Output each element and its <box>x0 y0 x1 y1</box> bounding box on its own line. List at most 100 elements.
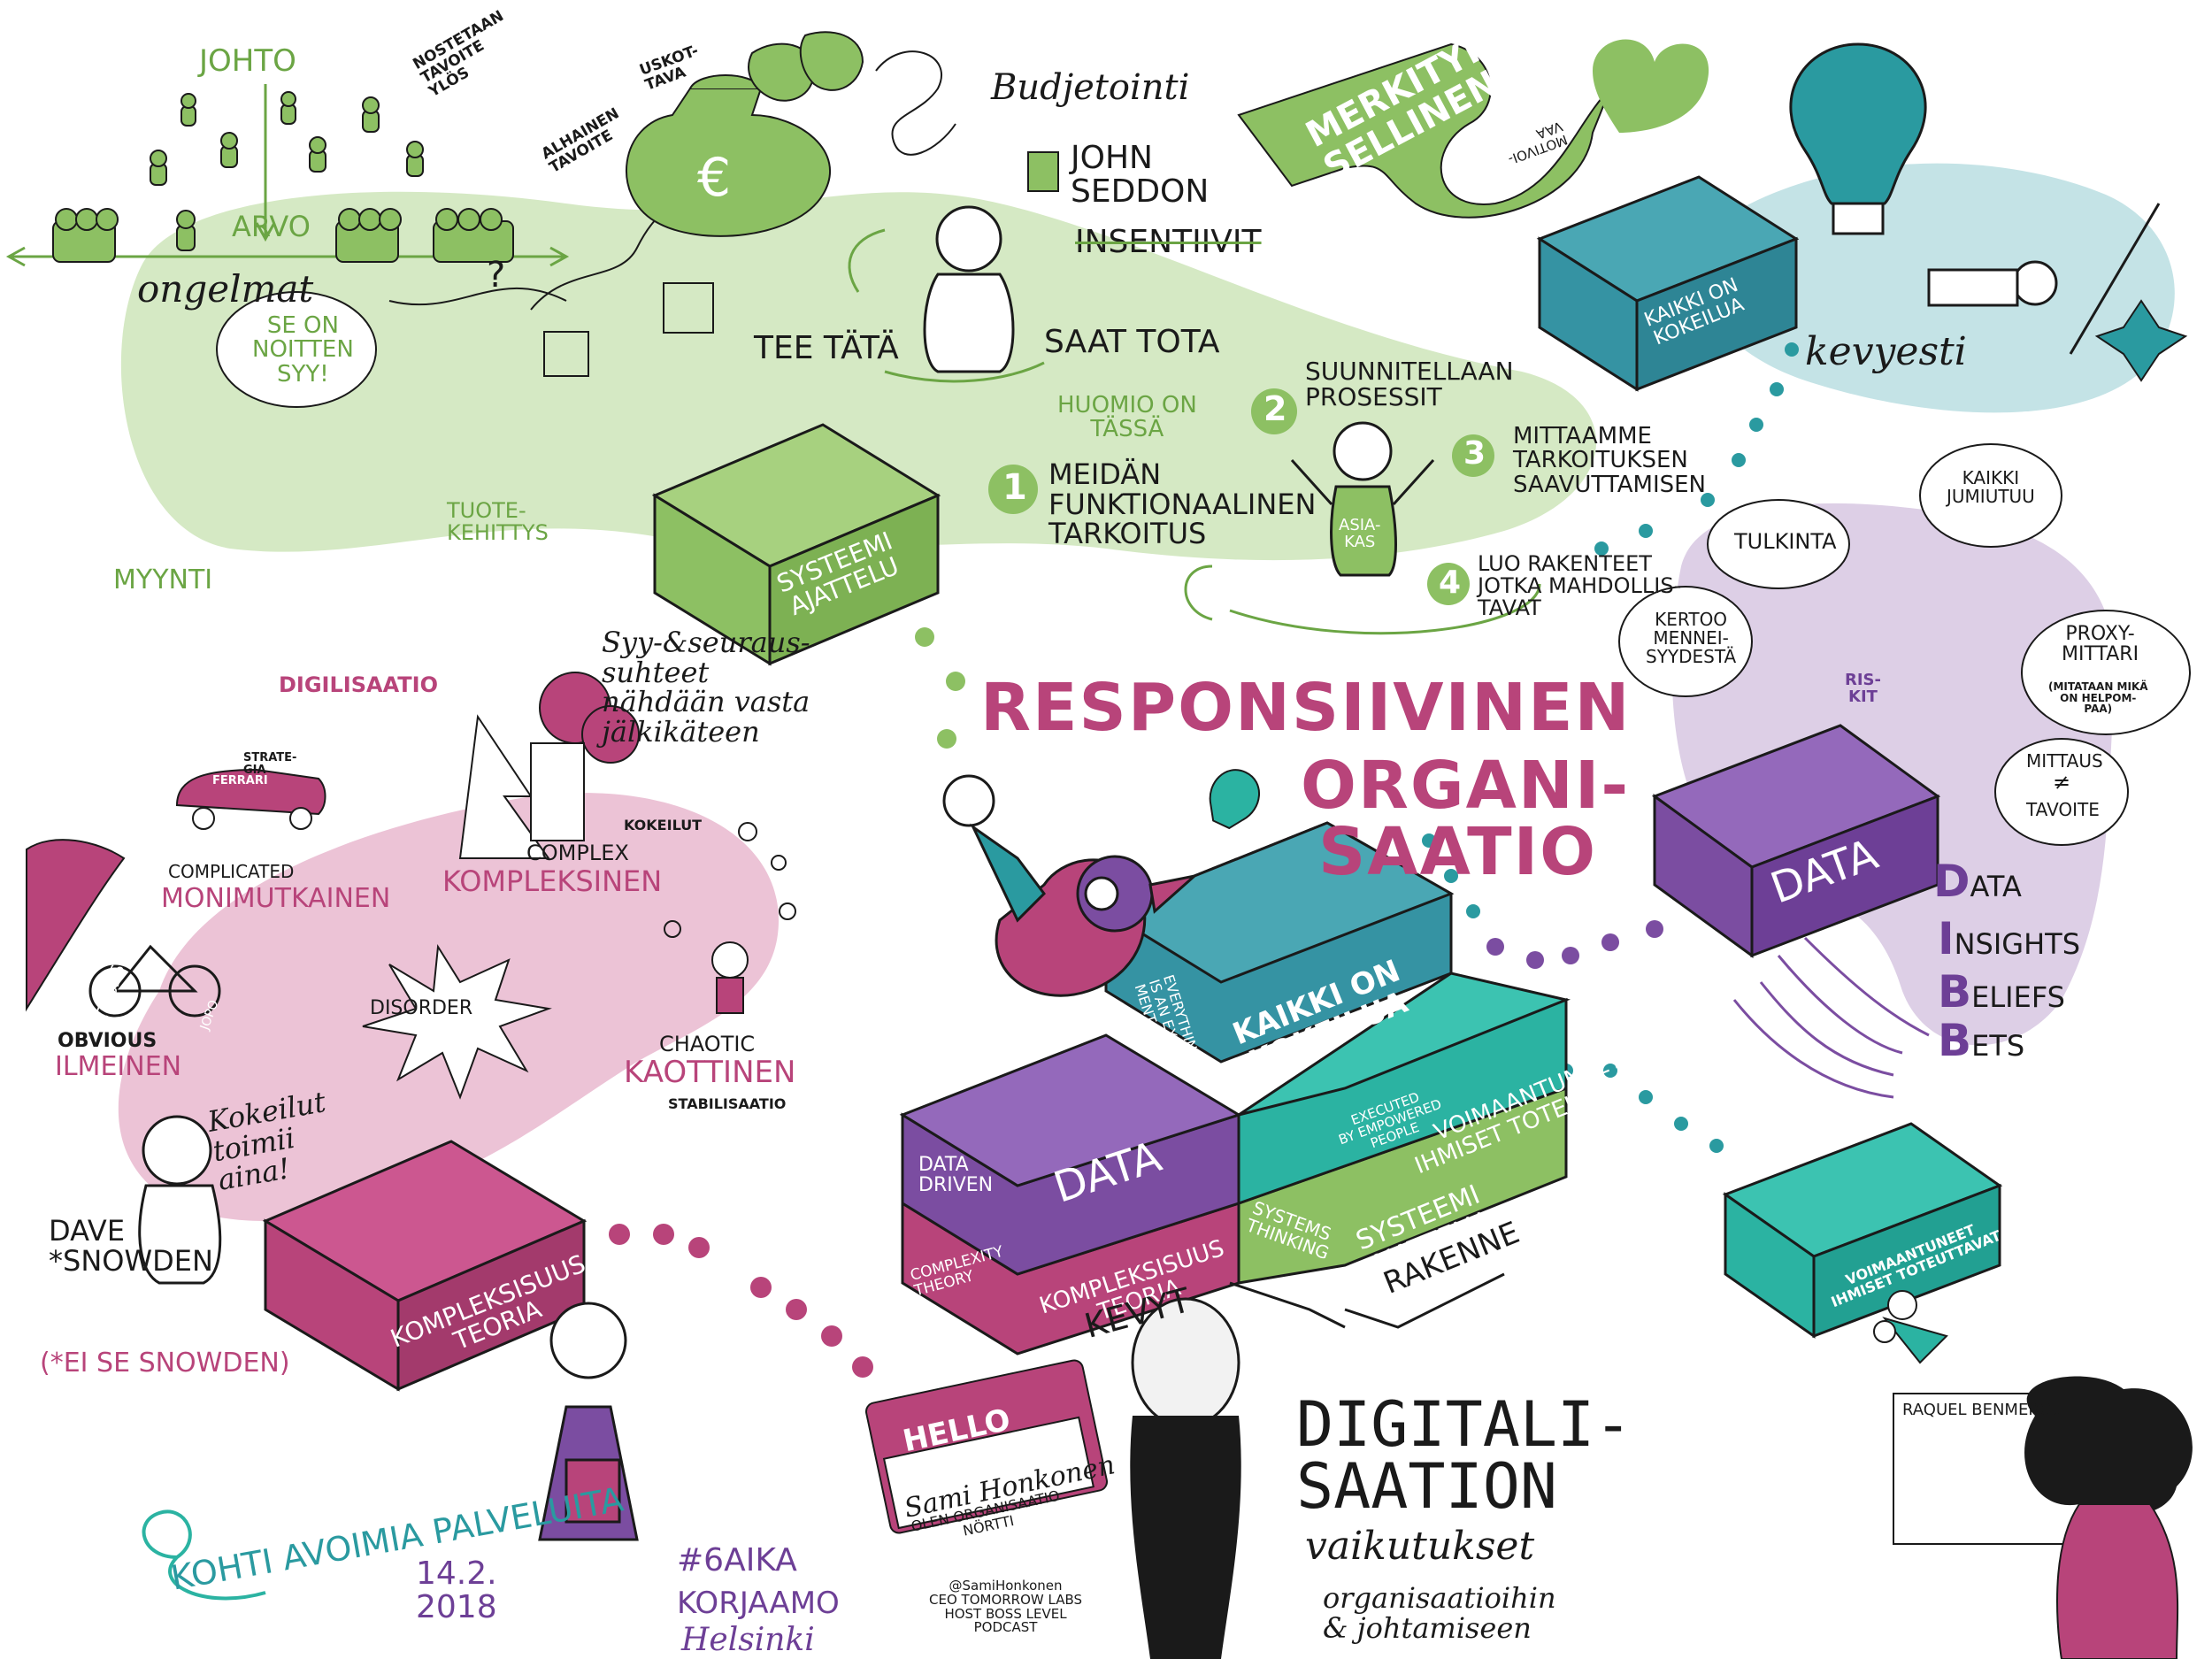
dave-figure <box>138 1115 222 1285</box>
banner-shape <box>1237 42 1611 219</box>
tavoite-label: TAVOITE <box>2026 799 2100 820</box>
dots-green <box>875 592 965 749</box>
step-circles <box>988 388 1494 605</box>
stack-data-driven-label: DATA DRIVEN <box>918 1154 994 1197</box>
monimutkainen-label: MONIMUTKAINEN <box>161 883 391 914</box>
tuote-label: TUOTE- KEHITTYS <box>447 498 549 546</box>
se-on-label: SE ON NOITTEN SYY! <box>252 312 354 388</box>
mittaus-label: MITTAUS <box>2026 750 2103 772</box>
crowd-icon <box>52 91 514 263</box>
chaotic-figure <box>711 941 749 1014</box>
step-3-text: MITTAAMME TARKOITUKSEN SAAVUTTAMISEN <box>1513 423 1706 498</box>
dots-teal <box>1422 342 1799 1153</box>
complex-label: COMPLEX <box>526 841 629 865</box>
mask-icon <box>748 31 864 102</box>
digitali-label: DIGITALI- SAATION <box>1296 1388 1632 1523</box>
budjetointi-label: Budjetointi <box>991 67 1190 108</box>
myynti-label: MYYNTI <box>113 565 213 595</box>
lightbulb-small-icon <box>1209 769 1260 830</box>
step-2-number: 2 <box>1263 389 1287 428</box>
flag-icon <box>26 839 126 1012</box>
book-icon <box>1027 151 1059 192</box>
huomio-label: HUOMIO ON TÄSSÄ <box>1057 392 1197 443</box>
dave-label: DAVE *SNOWDEN <box>49 1214 213 1278</box>
title-line2: ORGANI- <box>1301 748 1631 824</box>
kaikki-jumiutuu-label: KAIKKI JUMIUTUU <box>1947 467 2035 507</box>
complicated-label: COMPLICATED <box>168 861 295 882</box>
brick-voimaantuneet <box>1722 1122 2003 1339</box>
title-line1: RESPONSIIVINEN <box>980 670 1632 746</box>
dibb-data: DATA <box>1933 856 2022 907</box>
strategia-label: STRATE- GIA <box>243 751 297 777</box>
arvo-label: ARVO <box>232 210 311 243</box>
johto-label: JOHTO <box>199 43 296 79</box>
flying-figure <box>1927 260 2058 307</box>
cube-icon <box>543 282 714 377</box>
thought-clouds <box>216 291 2191 846</box>
ongelmat-label: ongelmat <box>137 267 314 311</box>
title-line3: SAATIO <box>1318 814 1598 890</box>
presenter-figure <box>538 1302 639 1541</box>
kaottinen-label: KAOTTINEN <box>624 1055 796 1090</box>
customer-figure <box>1290 421 1435 577</box>
disorder-burst <box>362 943 552 1100</box>
question-mark: ? <box>487 255 506 296</box>
riskit-label: RIS- KIT <box>1845 671 1881 706</box>
tee-tata-label: TEE TÄTÄ <box>754 330 899 366</box>
asiakas-label: ASIA- KAS <box>1339 516 1381 551</box>
brick-data <box>1651 724 1941 958</box>
bug-icon <box>2094 299 2188 382</box>
syy-label: Syy-&seuraus- suhteet nähdään vasta jälk… <box>602 626 810 749</box>
car-icon <box>175 768 326 830</box>
hashtag-label: #6AIKA <box>677 1542 797 1578</box>
person-figure <box>923 205 1015 373</box>
bird-figure <box>942 774 1200 997</box>
proxy-label: PROXY- MITTARI <box>2062 623 2139 666</box>
brick-systeemi <box>651 423 941 666</box>
artist-label: RAQUEL BENMERGUI <box>1902 1401 2069 1419</box>
tree-icon <box>458 672 640 859</box>
step-4-number: 4 <box>1439 565 1462 601</box>
obvious-label: OBVIOUS <box>58 1030 157 1052</box>
superhero-figures <box>1873 1290 1948 1364</box>
artist-figure <box>1893 1376 2193 1659</box>
saat-tota-label: SAAT TOTA <box>1044 324 1220 360</box>
date-label: 14.2. 2018 <box>416 1555 497 1625</box>
kokeilut-label: KOKEILUT <box>624 817 703 833</box>
dots-purple <box>1486 920 1663 969</box>
step-1-text: MEIDÄN FUNKTIONAALINEN TARKOITUS <box>1048 457 1317 551</box>
lightbulb-icon <box>1789 42 1927 235</box>
kertoo-label: KERTOO MENNEI- SYYDESTÄ <box>1646 609 1737 667</box>
chaotic-label: CHAOTIC <box>659 1032 756 1056</box>
digilisaatio-label: DIGILISAATIO <box>279 672 438 697</box>
speaker-figure <box>1130 1297 1241 1659</box>
vaikutukset-label: vaikutukset <box>1305 1524 1535 1569</box>
bicycle-icon <box>88 944 221 1018</box>
step-3-number: 3 <box>1463 435 1486 472</box>
small-circles <box>664 822 796 938</box>
step-2-text: SUUNNITELLAAN PROSESSIT <box>1305 357 1514 412</box>
ei-se-label: (*EI SE SNOWDEN) <box>40 1348 290 1379</box>
step-4-text: LUO RAKENTEET JOTKA MAHDOLLIS- TAVAT <box>1478 551 1682 621</box>
name-badge <box>864 1359 1109 1534</box>
proxy-note: (MITATAAN MIKÄ ON HELPOM- PAA) <box>2048 680 2148 716</box>
ferrari-label: FERRARI <box>212 774 268 787</box>
dibb-bets: BETS <box>1938 1015 2025 1066</box>
dibb-beliefs: BELIEFS <box>1938 966 2065 1018</box>
ilmeinen-label: ILMEINEN <box>55 1051 182 1082</box>
korjaamo-label: KORJAAMO <box>677 1586 840 1621</box>
helsinki-label: Helsinki <box>681 1622 815 1658</box>
brick-kaikki-kokeilua <box>1536 175 1800 392</box>
heart-icon <box>1593 39 1709 133</box>
kevyesti-label: kevyesti <box>1805 329 1967 374</box>
disorder-label: DISORDER <box>370 997 473 1019</box>
curve-line <box>1803 936 1930 1037</box>
euro-sign: € <box>697 147 732 209</box>
stabilisaatio-label: STABILISAATIO <box>668 1095 787 1112</box>
swirl-icon <box>142 1509 266 1601</box>
speaker-info: @SamiHonkonen CEO TOMORROW LABS HOST BOS… <box>929 1578 1083 1636</box>
step-1-number: 1 <box>1002 467 1027 508</box>
dots-pink <box>609 1224 873 1378</box>
